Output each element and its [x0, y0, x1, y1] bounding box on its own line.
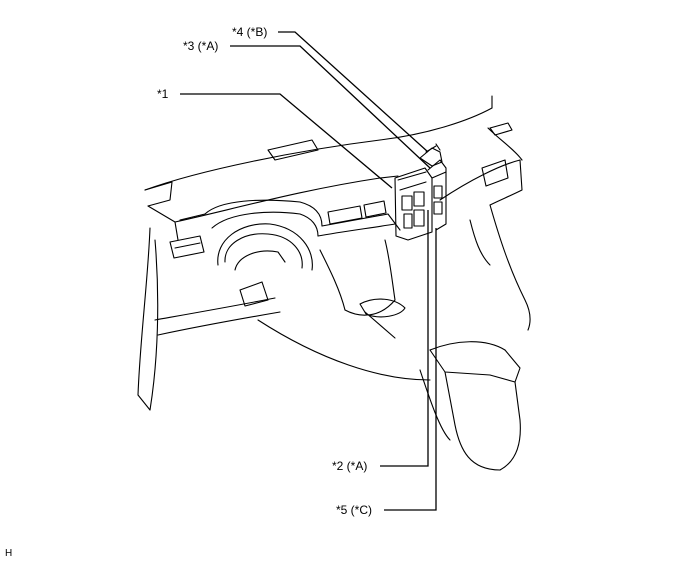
leader-line-item5 — [384, 228, 437, 511]
leader-line-item4 — [278, 31, 429, 153]
callout-label-item5: *5 (*C) — [336, 503, 372, 517]
leader-line-item3 — [230, 45, 431, 169]
leader-lines — [180, 31, 437, 511]
leader-line-item1 — [180, 93, 393, 189]
footer-code: H — [5, 548, 12, 559]
callout-label-item1: *1 — [157, 87, 169, 101]
callout-label-item4: *4 (*B) — [232, 25, 267, 39]
callout-label-item2: *2 (*A) — [332, 459, 367, 473]
callout-label-item3: *3 (*A) — [183, 39, 218, 53]
instrument-panel-drawing — [137, 95, 531, 471]
leader-line-item2 — [380, 210, 429, 467]
junction-block-assembly — [394, 143, 447, 241]
